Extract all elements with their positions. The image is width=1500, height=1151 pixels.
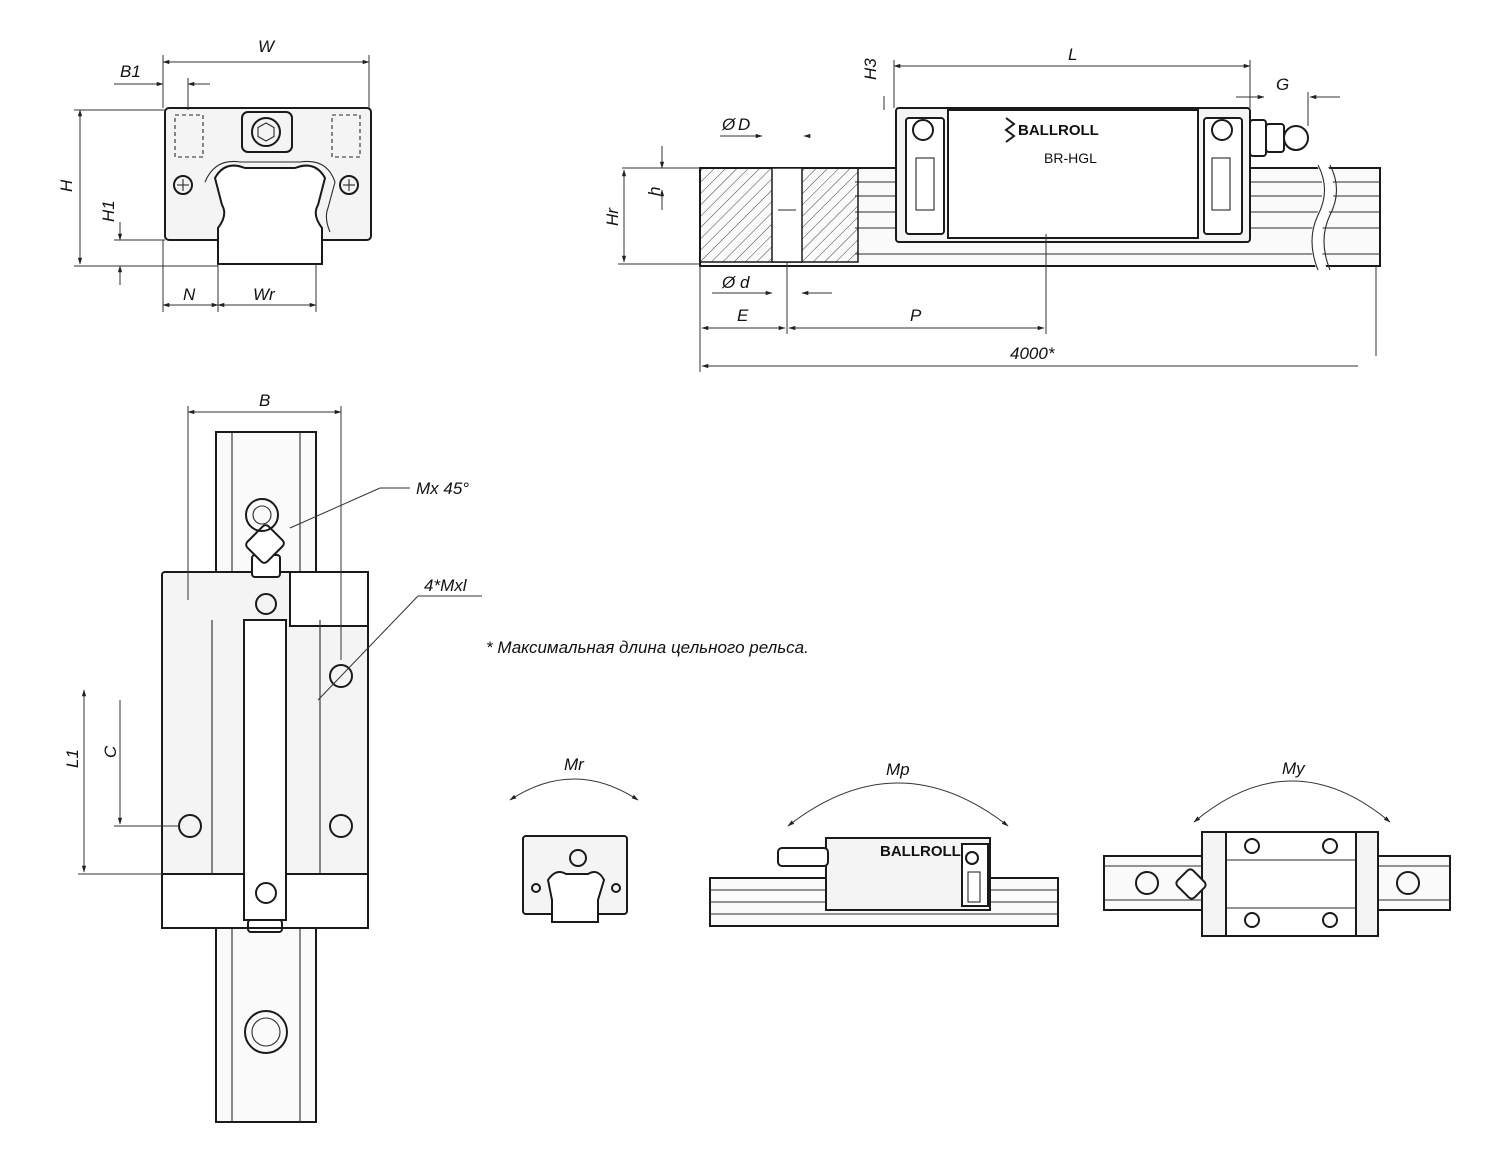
carriage-center-block xyxy=(947,109,1199,239)
moment-Mp-label: Mp xyxy=(886,760,910,779)
dim-W-label: W xyxy=(258,37,276,56)
moment-My-label: My xyxy=(1282,759,1306,778)
screw-icon xyxy=(173,175,193,195)
dim-E-label: E xyxy=(737,306,749,325)
moment-Mp-diagram: Mp BALLROLL xyxy=(709,760,1059,927)
mount-hole-bl xyxy=(178,814,202,838)
carriage-channel xyxy=(204,160,336,233)
grease-nipple-icon xyxy=(1249,119,1309,157)
dim-h-label: h xyxy=(645,187,664,196)
dim-H1-label: H1 xyxy=(99,200,118,222)
footnote: * Максимальная длина цельного рельса. xyxy=(486,638,809,657)
dim-H-label: H xyxy=(57,179,76,192)
end-seal-left xyxy=(905,117,945,235)
dim-D-diameter: Ø xyxy=(721,115,737,134)
moment-My-diagram: My xyxy=(1103,759,1451,937)
model-name: BR-HGL xyxy=(1044,150,1097,166)
grease-nipple-icon xyxy=(245,498,285,578)
rail-profile xyxy=(213,164,327,265)
seal-window-left xyxy=(915,157,935,211)
screw-icon xyxy=(339,175,359,195)
hex-socket-icon xyxy=(241,111,293,153)
thread-Mx-label: Mx 45° xyxy=(416,479,469,498)
seal-window-right xyxy=(1211,157,1231,211)
moment-Mr-diagram: Mr xyxy=(509,755,639,923)
rail-mount-hole xyxy=(244,1010,288,1054)
mount-bolt-hole xyxy=(771,167,803,263)
dim-Wr-label: Wr xyxy=(253,285,276,304)
thread-Mxl-label: 4*Mxl xyxy=(424,576,468,595)
dim-length-label: 4000* xyxy=(1010,344,1056,363)
dim-B1-label: B1 xyxy=(120,62,141,81)
end-cap-top xyxy=(289,571,369,627)
dim-N-label: N xyxy=(183,285,196,304)
dim-H3-label: H3 xyxy=(861,58,880,80)
ballroll-logo-icon xyxy=(1004,117,1016,143)
top-view: B Mx 45° 4*Mxl L1 C xyxy=(63,391,482,1123)
side-view: BALLROLL BR-HGL L H3 G Ø D h Hr Ø d xyxy=(603,45,1381,372)
mount-hole-tr xyxy=(329,664,353,688)
dim-P-label: P xyxy=(910,306,922,325)
mount-hole-br xyxy=(329,814,353,838)
end-seal-right xyxy=(1203,117,1243,235)
tapped-hole-right xyxy=(331,114,361,158)
dim-d-label: d xyxy=(740,273,750,292)
dim-L1-label: L1 xyxy=(63,749,82,768)
dim-B-label: B xyxy=(259,391,270,410)
dim-L-label: L xyxy=(1068,45,1077,64)
mini-brand-name: BALLROLL xyxy=(880,843,961,860)
moment-Mr-label: Mr xyxy=(564,755,585,774)
dim-Hr-label: Hr xyxy=(603,207,622,226)
brand-name: BALLROLL xyxy=(1018,122,1099,139)
front-view: W B1 H H1 N Wr xyxy=(57,37,372,312)
tapped-hole-left xyxy=(174,114,204,158)
dim-d-diameter: Ø xyxy=(721,273,737,292)
dim-G-label: G xyxy=(1276,75,1289,94)
dim-D-label: D xyxy=(738,115,750,134)
dim-C-label: C xyxy=(101,745,120,758)
center-strip xyxy=(243,619,287,921)
